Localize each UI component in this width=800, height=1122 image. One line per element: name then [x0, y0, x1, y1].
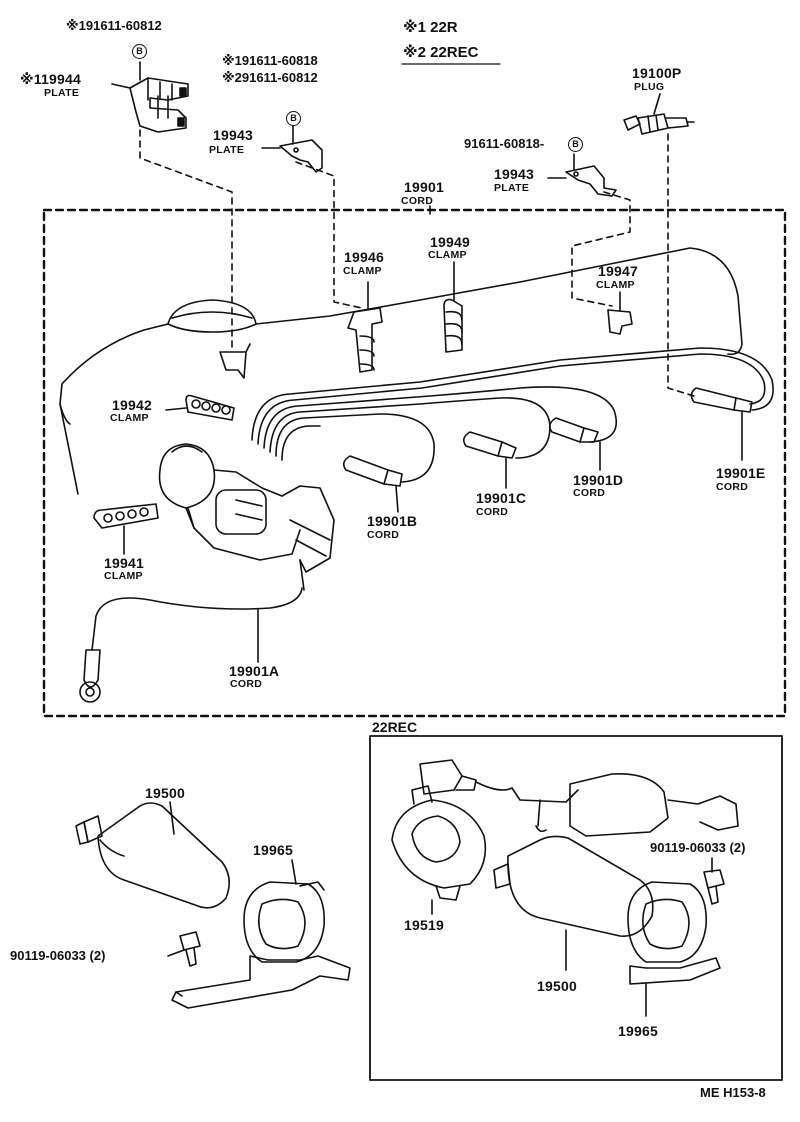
leader-19901b — [395, 485, 399, 513]
legend-mark-1: ※1 — [403, 19, 426, 36]
label-19949-name: CLAMP — [428, 249, 467, 261]
label-19943-b: 19943 — [494, 166, 534, 182]
label-90119-left: 90119-06033 (2) — [10, 948, 106, 963]
leader-90119-left — [167, 949, 185, 957]
label-19946-name: CLAMP — [343, 265, 382, 277]
label-19941-name: CLAMP — [104, 570, 143, 582]
legend-text-2: 22REC — [430, 44, 479, 61]
label-19901b: 19901B — [367, 513, 418, 529]
label-19946: 19946 — [344, 249, 384, 265]
leader-19100p — [653, 93, 661, 115]
label-91611-60812-b: ※291611-60812 — [222, 70, 318, 85]
label-19949: 19949 — [430, 234, 470, 250]
clamp-19949-shape — [443, 298, 463, 353]
label-19901b-name: CORD — [367, 529, 400, 541]
cylinder-head-cover — [59, 247, 743, 495]
label-19901d: 19901D — [573, 472, 624, 488]
plate-19943-a-shape — [279, 139, 323, 173]
legend-text-1: 22R — [430, 19, 458, 36]
coil-19500-left-shape — [75, 802, 230, 909]
cord-assembly-boundary — [42, 208, 787, 718]
dash-19943-b — [571, 191, 631, 307]
dash-19943-a — [295, 161, 363, 309]
cord-boot-d — [548, 417, 599, 443]
bolt-90119-right-shape — [703, 869, 725, 905]
label-19500-right: 19500 — [537, 978, 577, 994]
label-19100p: 19100P — [632, 65, 682, 81]
label-19100p-name: PLUG — [634, 81, 665, 93]
label-19901e: 19901E — [716, 465, 766, 481]
leader-19500-left — [169, 801, 175, 835]
label-91611-60812-top: ※191611-60812 — [66, 18, 162, 33]
spark-plug-shape — [623, 113, 695, 135]
label-19901e-name: CORD — [716, 481, 749, 493]
label-19944: ※119944 — [20, 71, 81, 87]
label-19943-a: 19943 — [213, 127, 253, 143]
clamp-19946-shape — [347, 307, 383, 373]
dash-19944 — [139, 129, 233, 351]
badge-b-icon: B — [132, 44, 147, 59]
legend-row-2: ※2 22REC — [403, 45, 478, 60]
igniter-module-shape — [419, 759, 739, 837]
label-19942-name: CLAMP — [110, 412, 149, 424]
label-19943-a-name: PLATE — [209, 144, 245, 156]
leader-19944 — [111, 83, 131, 89]
label-19901c: 19901C — [476, 490, 527, 506]
cord-boot-c — [462, 431, 517, 459]
distributor-cap-19519-shape — [391, 785, 487, 901]
label-19901-name: CORD — [401, 195, 434, 207]
leader-19942 — [165, 407, 187, 411]
clamp-19942-shape — [185, 394, 235, 421]
label-19944-name: PLATE — [44, 87, 80, 99]
bolt-90119-left-shape — [179, 931, 201, 967]
label-19901a-name: CORD — [230, 678, 263, 690]
box-title-22rec: 22REC — [372, 719, 418, 735]
label-19901c-name: CORD — [476, 506, 509, 518]
label-91611-60818-a: ※191611-60818 — [222, 53, 318, 68]
label-19942: 19942 — [112, 397, 152, 413]
cord-boot-e — [690, 387, 753, 413]
clamp-19941-shape — [93, 503, 159, 529]
label-19941: 19941 — [104, 555, 144, 571]
leader-19965-left — [291, 859, 297, 885]
label-19901d-name: CORD — [573, 487, 606, 499]
dash-plug — [667, 133, 695, 397]
plate-19944-shape — [129, 77, 189, 133]
legend-row-1: ※1 22R — [403, 20, 458, 35]
badge-b-icon: B — [568, 137, 583, 152]
clamp-19947-shape — [607, 309, 633, 335]
bracket-19965-left-shape — [171, 881, 351, 1009]
label-19965-left: 19965 — [253, 842, 293, 858]
label-19901: 19901 — [404, 179, 444, 195]
label-19500-left: 19500 — [145, 785, 185, 801]
plate-19943-b-shape — [565, 165, 617, 197]
label-90119-right: 90119-06033 (2) — [650, 840, 746, 855]
cord-a — [79, 587, 303, 703]
coil-19500-right-shape — [493, 835, 654, 937]
label-19519: 19519 — [404, 917, 444, 933]
badge-b-icon: B — [286, 111, 301, 126]
label-19947: 19947 — [598, 263, 638, 279]
box-22rec — [369, 735, 783, 1081]
label-19965-right: 19965 — [618, 1023, 658, 1039]
label-19943-b-name: PLATE — [494, 182, 530, 194]
bracket-19965-right-shape — [627, 881, 721, 985]
cord-boot-b — [342, 455, 403, 487]
distributor-shape — [158, 443, 335, 591]
label-19901a: 19901A — [229, 663, 280, 679]
reference-code: ME H153-8 — [700, 1085, 766, 1100]
legend-mark-2: ※2 — [403, 44, 426, 61]
label-91611-60818-b: 91611-60818- — [464, 136, 545, 151]
label-19947-name: CLAMP — [596, 279, 635, 291]
cord-bundle — [251, 347, 774, 483]
